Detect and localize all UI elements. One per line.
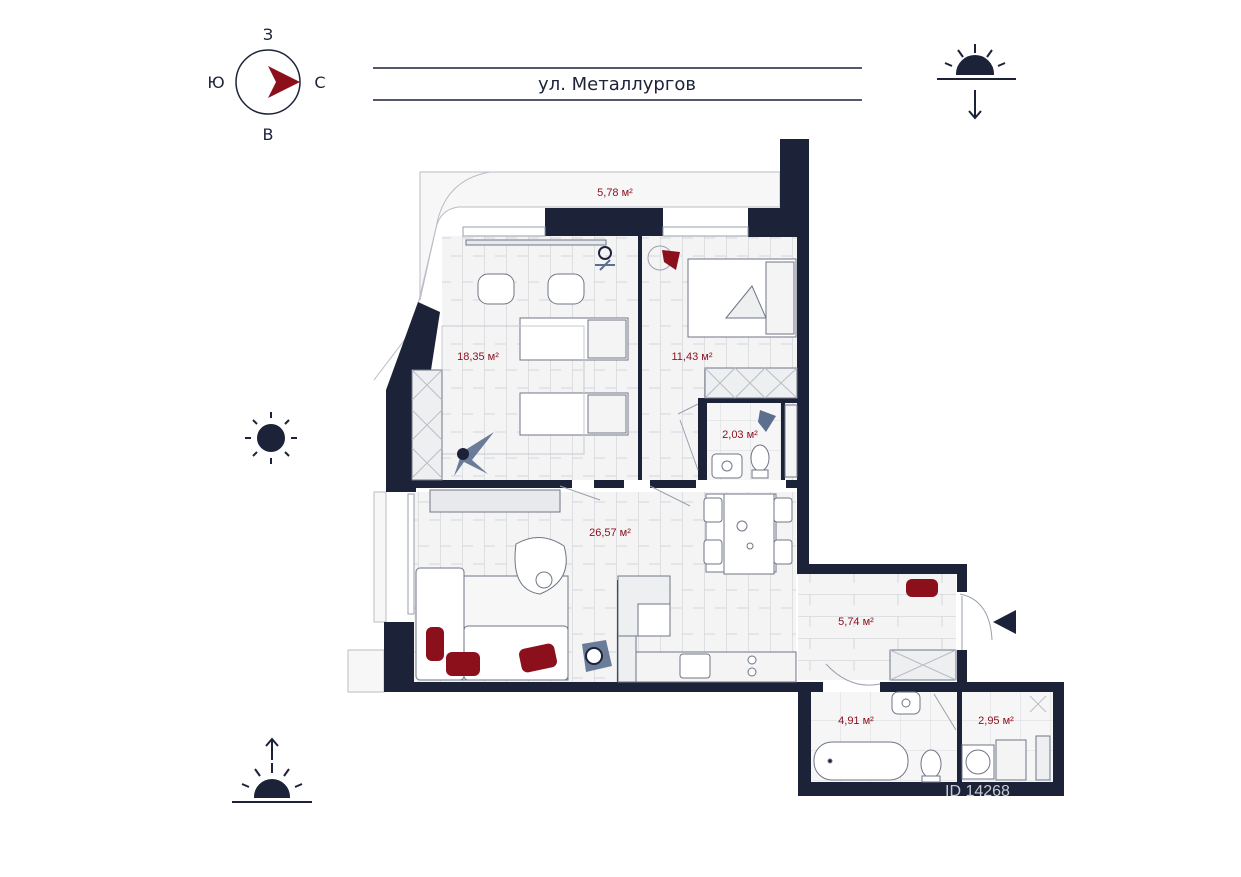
plant-icon [582, 640, 612, 672]
sofa-cushions [426, 627, 557, 676]
sunset-icon [937, 44, 1016, 120]
wc-fixtures [677, 403, 798, 479]
hallway-area: 5,74 м² [838, 616, 874, 628]
chair-icon [662, 250, 680, 270]
compass-north-label: С [314, 73, 325, 92]
bedroom-small-area: 11,43 м² [672, 351, 713, 363]
entrance-arrow-icon [993, 610, 1016, 634]
sunrise-icon [232, 737, 312, 803]
laundry-area: 2,95 м² [978, 715, 1014, 727]
compass: З Ю С В [207, 25, 325, 144]
compass-south-label: Ю [207, 73, 224, 92]
wc-area: 2,03 м² [722, 429, 758, 441]
plant-icon [454, 432, 494, 476]
sun-icon [245, 412, 297, 464]
windows [407, 226, 749, 615]
bench-icon [906, 579, 938, 597]
watermark: ID 14268 [945, 783, 1010, 800]
compass-east-label: В [263, 125, 274, 144]
street-label-group: ул. Металлургов [373, 67, 862, 101]
hallway-furniture [825, 593, 993, 686]
bedroom-large-area: 18,35 м² [457, 351, 499, 363]
room-labels: 5,78 м² 18,35 м² 11,43 м² 2,03 м² 26,57 … [457, 187, 1014, 727]
street-name: ул. Металлургов [538, 74, 696, 95]
compass-west-label: З [263, 25, 273, 44]
laundry-fixtures [961, 695, 1051, 781]
bedroom-small-furniture [647, 245, 798, 399]
balcony-area: 5,78 м² [597, 187, 633, 199]
living-kitchen-area: 26,57 м² [589, 527, 631, 539]
plant-icon [758, 410, 776, 432]
lamp-icon [595, 246, 615, 271]
balcony [347, 171, 781, 693]
bathroom-area: 4,91 м² [838, 715, 874, 727]
bedroom-large-furniture [411, 239, 629, 481]
compass-icon [235, 49, 301, 115]
bathroom-fixtures [813, 691, 957, 783]
